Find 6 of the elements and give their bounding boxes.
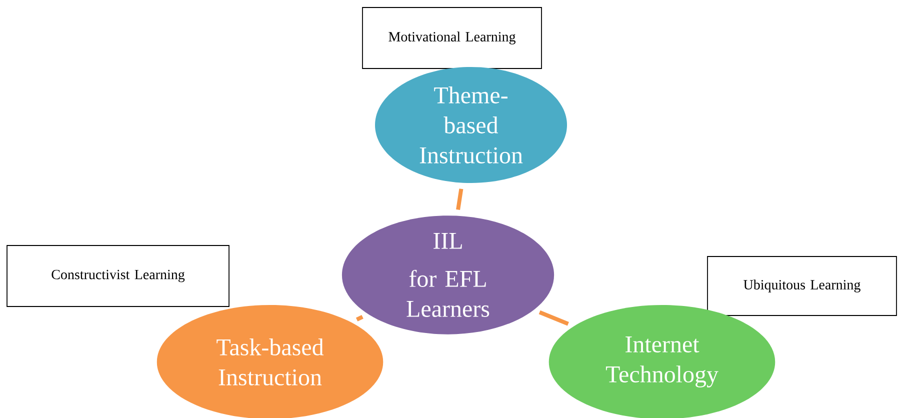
- label-box: Constructivist Learning: [6, 245, 230, 307]
- label-box: Motivational Learning: [362, 7, 542, 69]
- label-box: Ubiquitous Learning: [707, 256, 897, 316]
- connector-line: [538, 310, 569, 326]
- connector-line: [356, 314, 364, 322]
- connector-line: [456, 188, 464, 210]
